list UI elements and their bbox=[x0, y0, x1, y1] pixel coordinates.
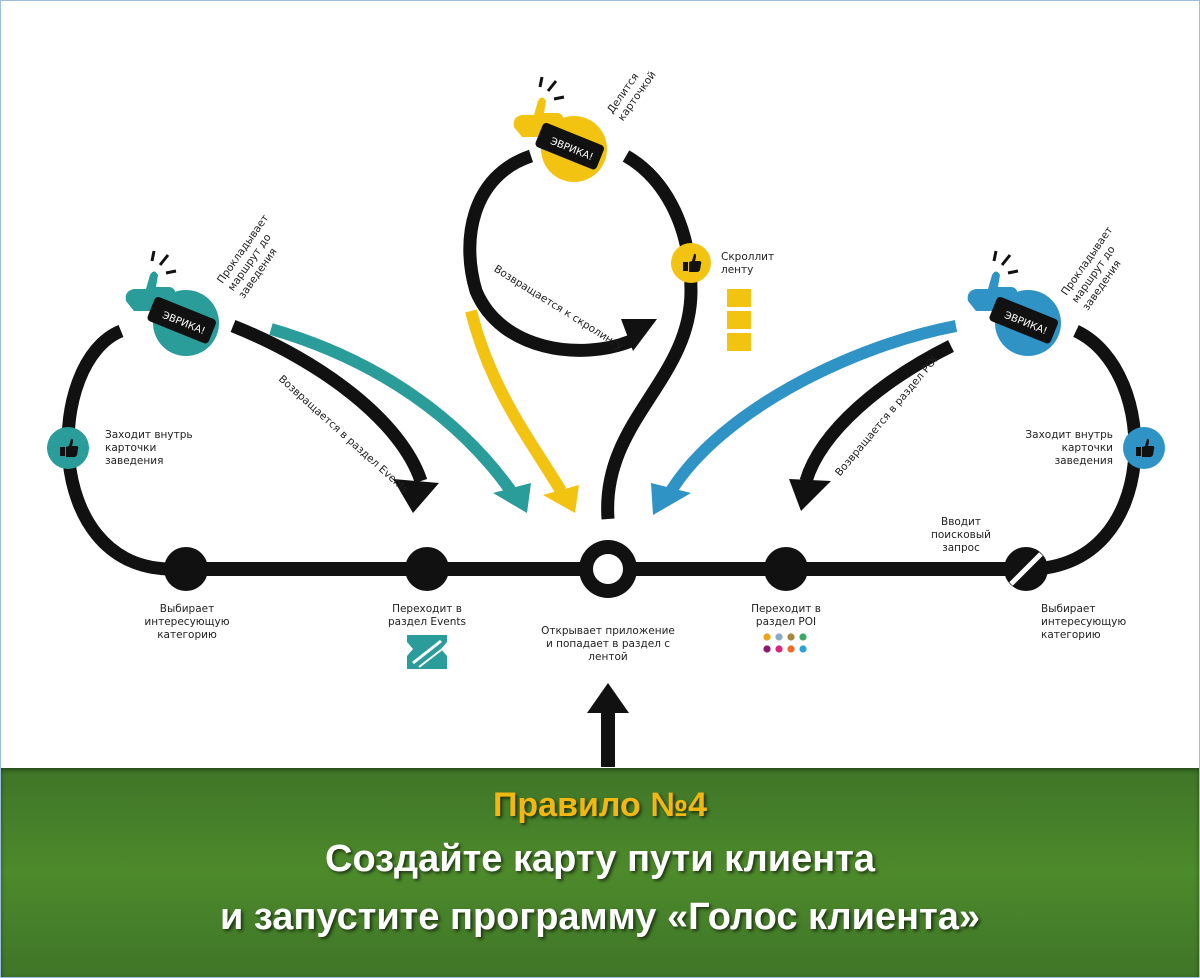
label-poi: Переходит в раздел POI bbox=[751, 603, 821, 628]
entry-arrowhead bbox=[587, 683, 629, 713]
poi-dot bbox=[799, 645, 807, 653]
node-events bbox=[405, 547, 449, 591]
poi-dot bbox=[763, 645, 771, 653]
poi-dot bbox=[787, 633, 795, 641]
rule-number: Правило №4 bbox=[492, 786, 708, 824]
rule-line-2: и запустите программу «Голос клиента» bbox=[220, 896, 980, 938]
poi-dot bbox=[763, 633, 771, 641]
eureka-badge-right: ЭВРИКА! bbox=[967, 250, 1061, 356]
rule-line-1: Создайте карту пути клиента bbox=[325, 838, 875, 880]
left-return-line bbox=[230, 319, 428, 484]
thumbs-up-icon bbox=[671, 243, 711, 283]
customer-journey-map: ЭВРИКА! ЭВРИКА! ЭВРИКА! bbox=[47, 76, 1165, 767]
label-left-card: Заходит внутрь карточки заведения bbox=[105, 429, 193, 467]
right-return-arrowhead bbox=[789, 479, 831, 511]
label-search: Вводит поисковый запрос bbox=[931, 516, 991, 554]
eureka-badge-top: ЭВРИКА! bbox=[513, 76, 607, 182]
left-return-arrowhead bbox=[393, 479, 439, 513]
top-return-line bbox=[463, 149, 634, 357]
right-return-line bbox=[799, 340, 954, 484]
node-left-category bbox=[164, 547, 208, 591]
thumbs-up-icon bbox=[1123, 427, 1165, 469]
top-loop-line bbox=[601, 150, 698, 520]
eureka-badge-left: ЭВРИКА! bbox=[125, 250, 219, 356]
yellow-arrow bbox=[465, 309, 567, 495]
poi-dot bbox=[775, 645, 783, 653]
node-poi bbox=[764, 547, 808, 591]
rule-banner: Правило №4 Создайте карту пути клиента и… bbox=[1, 768, 1199, 977]
teal-arrow bbox=[269, 323, 516, 495]
label-events: Переходит в раздел Events bbox=[387, 603, 466, 628]
poi-dot bbox=[799, 633, 807, 641]
blue-arrow bbox=[665, 320, 958, 495]
label-right-card: Заходит внутрь карточки заведения bbox=[1025, 429, 1113, 467]
top-return-arrowhead bbox=[621, 319, 657, 351]
label-scroll-feed: Скроллит ленту bbox=[721, 251, 775, 276]
label-right-category: Выбирает интересующую категорию bbox=[1041, 603, 1127, 641]
poi-dot bbox=[775, 633, 783, 641]
poi-dot bbox=[787, 645, 795, 653]
cancel-icon bbox=[1004, 547, 1048, 591]
poi-dots-icon bbox=[763, 633, 807, 653]
ticket-icon bbox=[407, 635, 447, 669]
label-left-category: Выбирает интересующую категорию bbox=[144, 603, 230, 641]
thumbs-up-icon bbox=[47, 427, 89, 469]
feed-cards-icon bbox=[727, 289, 751, 351]
label-start: Открывает приложение и попадает в раздел… bbox=[541, 625, 675, 663]
